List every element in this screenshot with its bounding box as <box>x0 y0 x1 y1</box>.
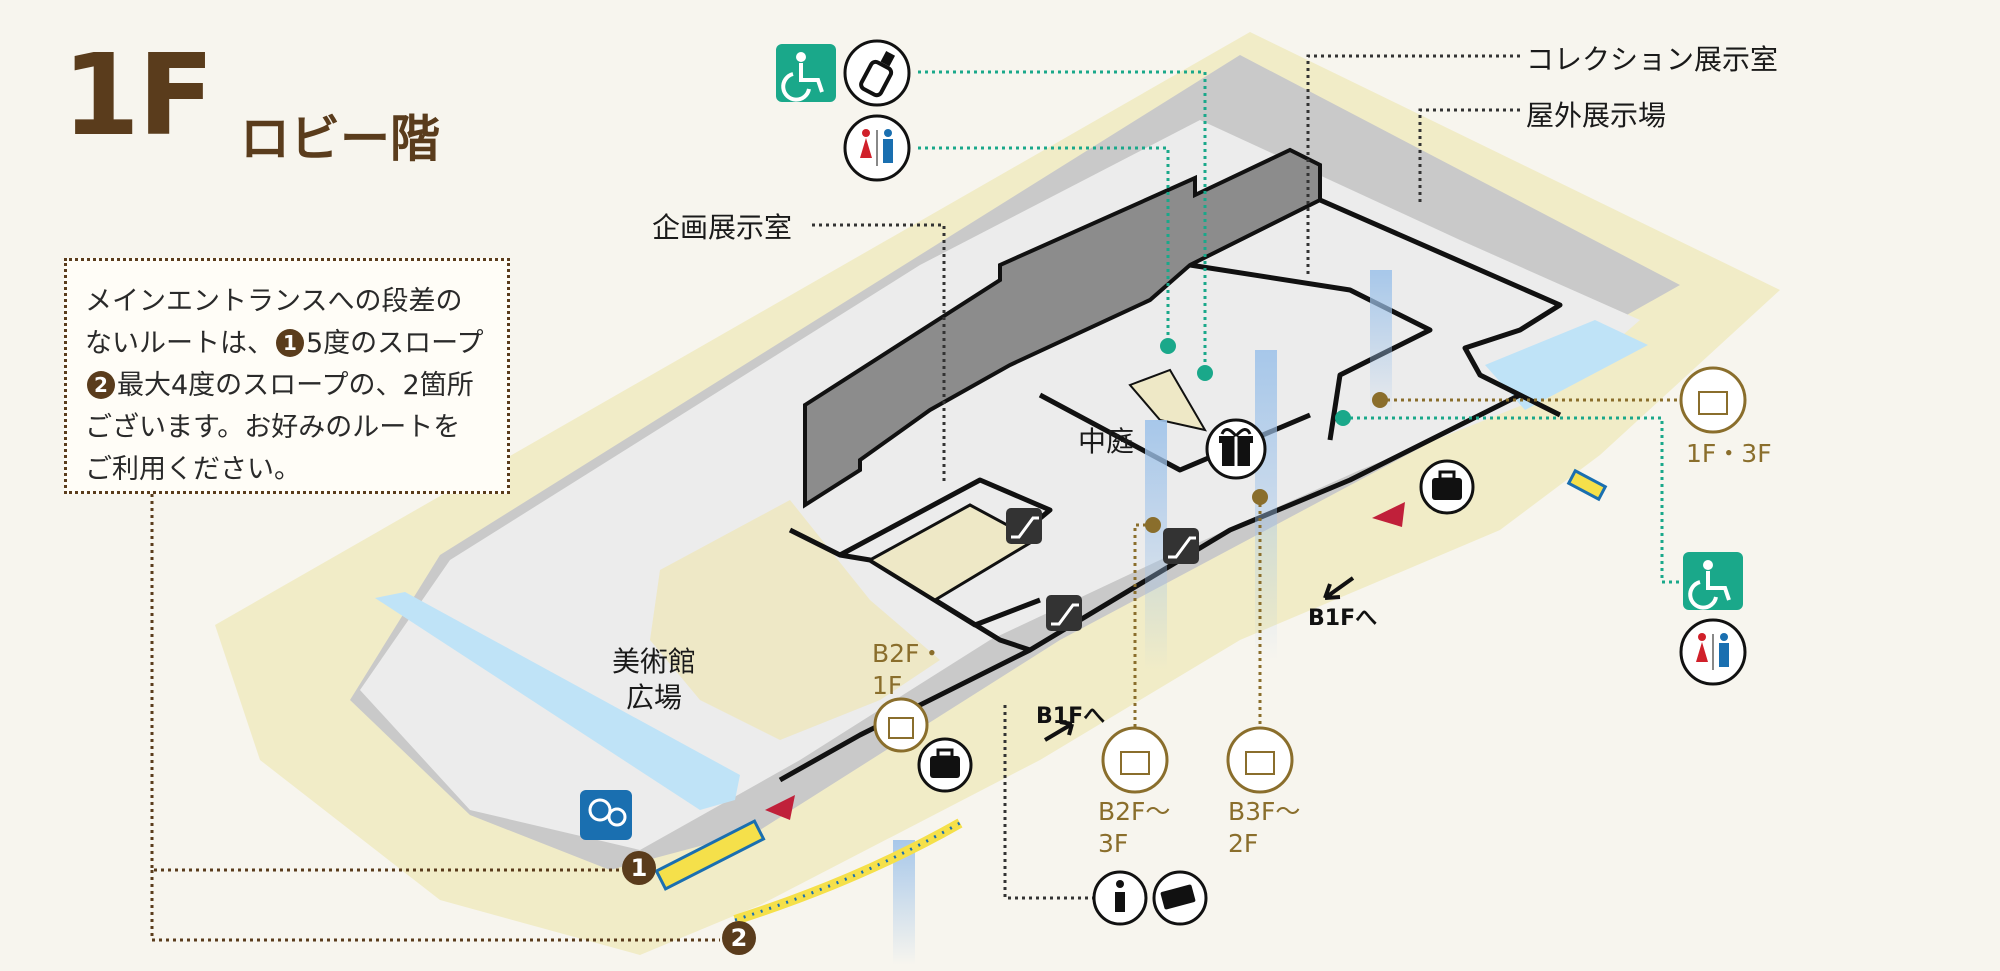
to-b1f-center-label: B1Fへ <box>1036 704 1106 729</box>
gift-shop-icon <box>1205 418 1267 480</box>
courtyard-area <box>1128 368 1208 432</box>
route-badge-1-map: 1 <box>622 851 656 885</box>
restroom-point <box>1160 338 1176 354</box>
light-beam <box>1370 270 1392 420</box>
ramp-east <box>1566 468 1608 502</box>
elevator-icon <box>1679 366 1747 434</box>
nursing-room-icon <box>843 39 911 107</box>
accessible-parking-icon <box>580 790 632 840</box>
note-line: メインエントランスへの段差の <box>85 286 463 317</box>
note-line: ご利用ください。 <box>85 454 301 485</box>
special-exhibition-label: 企画展示室 <box>652 211 793 244</box>
note-line: ございます。お好みのルートを <box>85 412 461 443</box>
to-b1f-right-label: B1Fへ <box>1308 606 1378 631</box>
wheelchair-icon <box>776 44 836 102</box>
locker-icon <box>917 737 973 793</box>
elevator-far-right-label: 1F・3F <box>1686 439 1772 468</box>
ramp-1 <box>654 819 766 891</box>
arrow-to-b1f-center <box>1043 720 1074 742</box>
information-icon <box>1092 870 1148 926</box>
route-badge-2: 2 <box>87 371 115 399</box>
leader-collection <box>1306 54 1520 275</box>
light-beam <box>893 840 915 965</box>
elevator-left-label: B2F・1F <box>872 639 945 700</box>
floor-name: ロビー階 <box>240 110 440 168</box>
light-beam <box>1255 350 1277 660</box>
elevator-right-label: B3F〜2F <box>1228 797 1301 858</box>
escalator-icon <box>1006 508 1042 544</box>
leader-accessible-right <box>1343 416 1690 584</box>
elevator-point <box>1145 517 1161 533</box>
elevator-icon <box>873 697 929 753</box>
nursing-point <box>1197 365 1213 381</box>
restroom-icon <box>1679 618 1747 686</box>
ticket-icon <box>1152 870 1208 926</box>
accessible-point <box>1335 410 1351 426</box>
water-right <box>1485 320 1648 410</box>
wheelchair-icon <box>1683 552 1743 610</box>
locker-icon <box>1419 459 1475 515</box>
escalator-icon <box>1163 528 1199 564</box>
collection-room-label: コレクション展示室 <box>1526 43 1779 76</box>
outdoor-area-label: 屋外展示場 <box>1526 99 1667 132</box>
light-beam <box>1145 420 1167 670</box>
plaza-label-line1: 美術館 <box>612 645 697 678</box>
floor-number: 1F <box>62 31 214 161</box>
elevator-point <box>1372 392 1388 408</box>
elevator-icon <box>1101 726 1169 794</box>
escalator-icon <box>1046 595 1082 631</box>
elevator-point <box>1252 489 1268 505</box>
leader-special <box>812 223 946 485</box>
arrow-to-b1f-right <box>1323 576 1355 600</box>
water-left <box>375 592 740 810</box>
leader-elevator-mid <box>1133 523 1153 733</box>
leader-nursing <box>918 70 1207 373</box>
entrance-marker <box>765 795 795 820</box>
route-badge-1: 1 <box>276 329 304 357</box>
leader-note-2 <box>150 870 720 942</box>
leader-info <box>1003 705 1095 900</box>
plaza-label-line2: 広場 <box>626 681 683 714</box>
entrance-marker <box>1372 502 1405 527</box>
elevator-mid-label: B2F〜3F <box>1098 797 1171 858</box>
elevator-icon <box>1226 726 1294 794</box>
restroom-icon <box>843 114 911 182</box>
museum-plaza <box>650 500 940 740</box>
special-exhibition-block <box>803 147 1322 509</box>
ramp-2-dots <box>734 821 961 922</box>
courtyard-label: 中庭 <box>1078 425 1135 458</box>
route-badge-2-map: 2 <box>722 921 756 955</box>
leader-outdoor <box>1418 108 1520 205</box>
